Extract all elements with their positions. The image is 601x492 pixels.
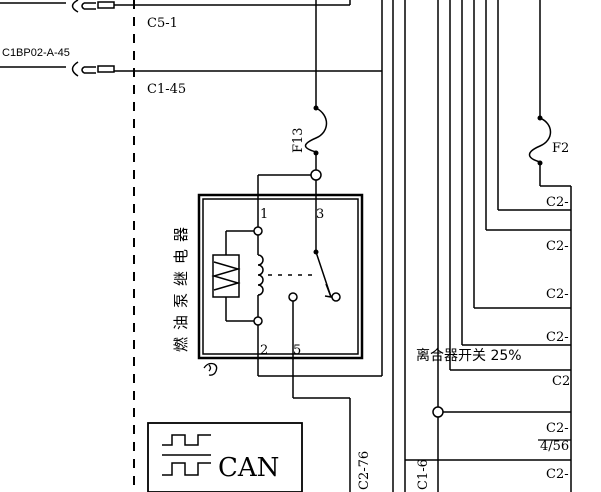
label-c2-f: C2-	[546, 421, 569, 436]
relay-pin-3: 3	[316, 207, 324, 222]
svg-text:电: 电	[172, 249, 190, 264]
label-c2-g: C2-	[546, 467, 569, 482]
hand-icon	[203, 362, 218, 376]
svg-text:燃: 燃	[172, 337, 190, 352]
svg-text:油: 油	[172, 315, 190, 330]
svg-text:泵: 泵	[172, 293, 190, 308]
label-c2-e: C2	[552, 374, 570, 389]
label-f2: F2	[552, 141, 569, 156]
svg-text:器: 器	[172, 227, 190, 242]
relay-pin-1: 1	[260, 207, 268, 222]
can-bus-box	[147, 422, 303, 492]
label-c2-76: C2-76	[357, 451, 372, 490]
junction-node	[310, 169, 322, 181]
label-c1-45: C1-45	[147, 82, 186, 97]
fuse-f13	[304, 0, 328, 170]
label-c2-a: C2-	[546, 195, 569, 210]
connector-c5-1	[0, 0, 351, 13]
label-f13: F13	[291, 127, 306, 153]
fuel-pump-relay	[197, 175, 364, 398]
relay-pin-5: 5	[293, 343, 301, 358]
label-c1-6: C1-6	[416, 459, 431, 490]
connector-c1-45	[0, 0, 383, 77]
label-c1bp02: C1BP02-A-45	[2, 47, 70, 59]
label-c2-f2: 4/56	[540, 439, 569, 454]
label-c5-1: C5-1	[147, 16, 178, 31]
label-clutch-switch: 离合器开关 25%	[416, 347, 522, 364]
junction-dot	[432, 406, 444, 418]
relay-name: 燃 油 泵 继 电 器	[172, 227, 190, 352]
label-c2-c: C2-	[546, 287, 569, 302]
label-c2-d: C2-	[546, 330, 569, 345]
fuse-f2	[528, 0, 571, 187]
relay-pin-2: 2	[260, 343, 268, 358]
svg-text:继: 继	[172, 271, 190, 286]
can-label: CAN	[218, 453, 279, 483]
label-c2-b: C2-	[546, 239, 569, 254]
